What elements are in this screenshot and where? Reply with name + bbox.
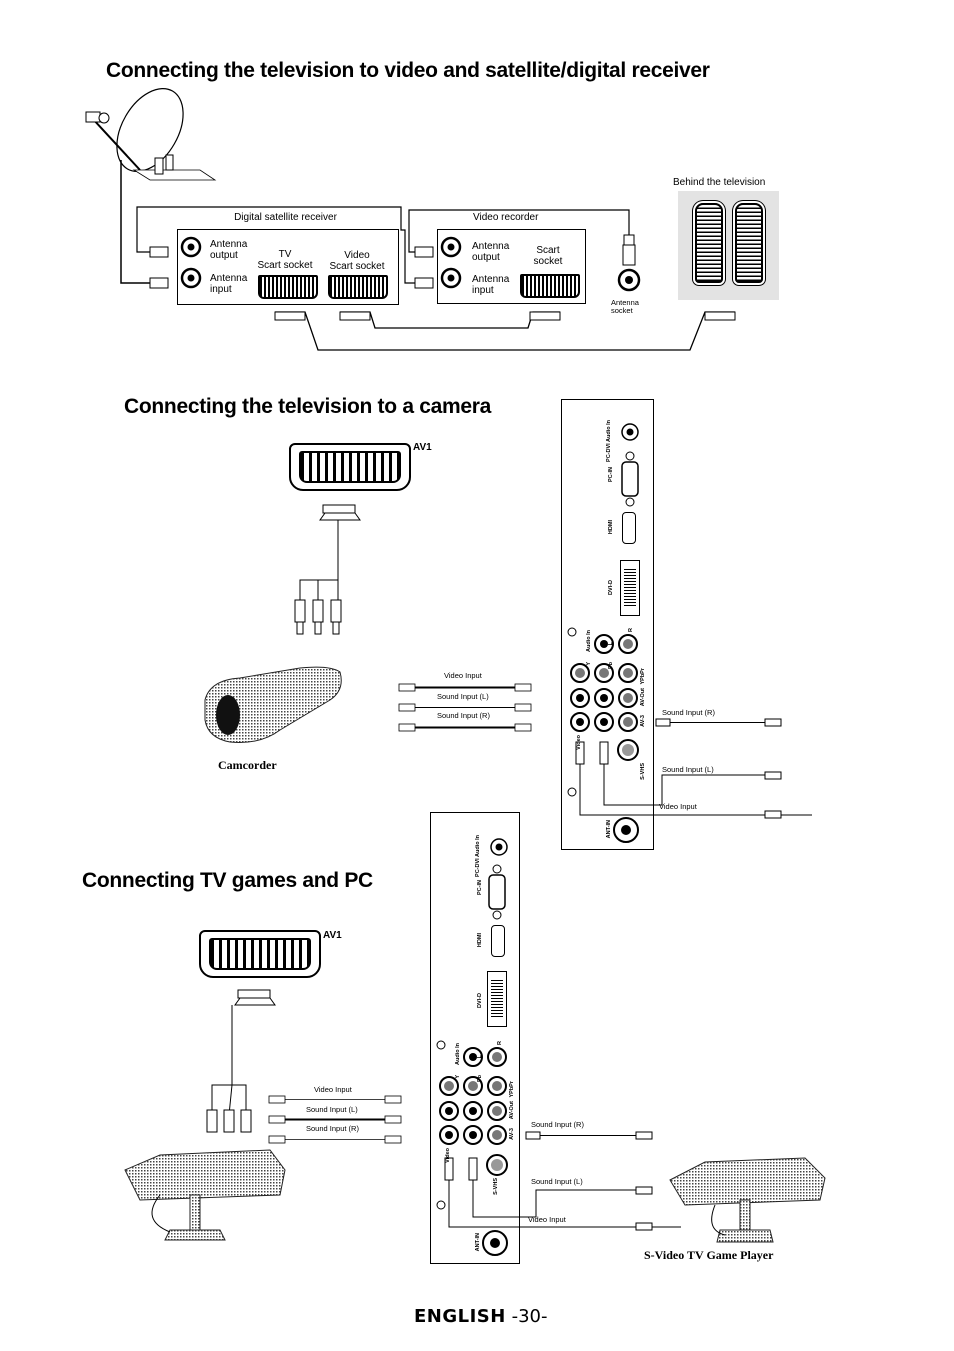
panel2-y-label: Y [455,1075,461,1079]
panel-rca-jacks [567,627,812,843]
right-rca-cables-1 [650,718,782,819]
rca-cable-video [398,683,532,692]
section1-cabling [120,160,736,351]
hdmi-port [622,512,636,544]
av1-label-2: AV1 [323,930,342,941]
cable-label-sound-input-l: Sound Input (L) [437,692,489,701]
av1-scart-pins [299,451,401,483]
panel2-svhs-label: S-VHS [493,1178,499,1195]
cable-label-video-input-2: Video Input [314,1085,352,1094]
panel2-pc-dvi-audio-label: PC-DVI Audio In [475,835,481,877]
scart-socket-1 [695,203,723,283]
tv-rear-scart-panel [678,191,779,300]
hdmi-port-2 [491,925,505,957]
panel2-ypbpr-label: YPbPr [509,1081,515,1098]
vcr-antenna-socket-icon [440,236,462,289]
pc-dvi-audio-jack-icon-2 [490,838,508,856]
rca-cable-sound-r [398,723,532,732]
cable-label-sound-input-r: Sound Input (R) [437,711,490,720]
pc-in-vga-port-icon [621,451,639,507]
game-console-icon [124,1149,286,1241]
right-cable-label-sound-r: Sound Input (R) [662,708,715,717]
footer-page-number: -30- [511,1306,548,1327]
tv-scart-label: TV Scart socket [257,249,313,271]
panel2-rca-jacks [436,1040,681,1256]
video-recorder-label: Video recorder [473,212,539,223]
satellite-receiver-label: Digital satellite receiver [234,212,337,223]
right-cable-label-sound-r-2: Sound Input (R) [531,1120,584,1129]
footer-language: ENGLISH [414,1306,506,1327]
right-cable-label-video-2: Video Input [528,1215,566,1224]
video-recorder-box: Antenna output Antenna input Scart socke… [437,229,586,304]
antenna-input-label: Antenna input [210,273,248,295]
right-rca-cables-2 [518,1131,653,1231]
section-title-video-satellite: Connecting the television to video and s… [106,59,710,82]
behind-tv-label: Behind the television [673,177,766,188]
right-cable-label-video: Video Input [659,802,697,811]
vcr-antenna-input-label: Antenna input [472,274,510,296]
cable-label-video-input: Video Input [444,671,482,680]
av1-label: AV1 [413,442,432,453]
satellite-receiver-box: Antenna output Antenna input TV Scart so… [177,229,399,305]
vcr-antenna-output-label: Antenna output [472,241,510,263]
camera-rca-cables [398,683,532,732]
video-recorder-header: Video recorder [409,212,629,226]
right-cable-label-sound-l-2: Sound Input (L) [531,1177,583,1186]
av1-scart-connector [289,443,411,491]
panel2-ant-in-label: ANT-IN [475,1233,481,1252]
game-rca-cables [268,1095,402,1144]
cable-label-sound-input-r-2: Sound Input (R) [306,1124,359,1133]
tv-scart-socket [258,275,318,299]
video-scart-socket [328,275,388,299]
dvi-d-port [620,560,640,616]
cable-label-sound-input-l-2: Sound Input (L) [306,1105,358,1114]
antenna-socket-icon [617,268,641,292]
panel2-l-label: L [477,1055,483,1059]
av1-scart-connector-2 [199,930,321,978]
av1-adapter-cable [294,504,361,635]
video-scart-label: Video Scart socket [329,250,385,272]
page-footer: ENGLISH -30- [414,1306,547,1327]
dvi-d-port-2 [487,971,507,1027]
section-title-camera: Connecting the television to a camera [124,395,491,418]
panel2-pb-label: Pb [477,1075,483,1083]
antenna-output-label: Antenna output [210,239,248,261]
satellite-dish-icon [85,87,217,181]
panel2-video-label: Video [445,1148,451,1163]
scart-socket-2 [735,203,763,283]
camcorder-icon [204,666,342,743]
panel2-hdmi-label: HDMI [477,933,483,948]
svideo-game-player-label: S-Video TV Game Player [644,1248,774,1262]
panel2-av3-label: AV-3 [509,1128,515,1140]
vcr-scart-label: Scart socket [533,245,563,267]
vcr-scart-socket [520,274,580,298]
panel2-r-label: R [497,1041,503,1045]
satellite-receiver-header: Digital satellite receiver [170,207,401,227]
section-title-tv-games-pc: Connecting TV games and PC [82,869,373,892]
antenna-output-socket-icon [180,236,202,289]
av1-scart-pins-2 [209,938,311,970]
panel2-av-out-label: AV-Out [509,1101,515,1120]
antenna-socket-label: Antenna socket [611,298,639,315]
rca-cable-sound-l [398,703,532,712]
svideo-game-player-icon [669,1157,826,1243]
tv-connection-panel-1: PC-DVI Audio In PC-IN HDMI DVI-D Audio I… [561,399,812,850]
tv-connection-panel-2: PC-DVI Audio In PC-IN HDMI DVI-D Audio I… [430,812,681,1264]
pc-dvi-audio-jack-icon [621,423,639,441]
camcorder-label: Camcorder [218,758,277,772]
right-cable-label-sound-l: Sound Input (L) [662,765,714,774]
pc-in-vga-port-icon-2 [488,864,506,920]
panel2-dvi-d-label: DVI-D [477,993,483,1008]
